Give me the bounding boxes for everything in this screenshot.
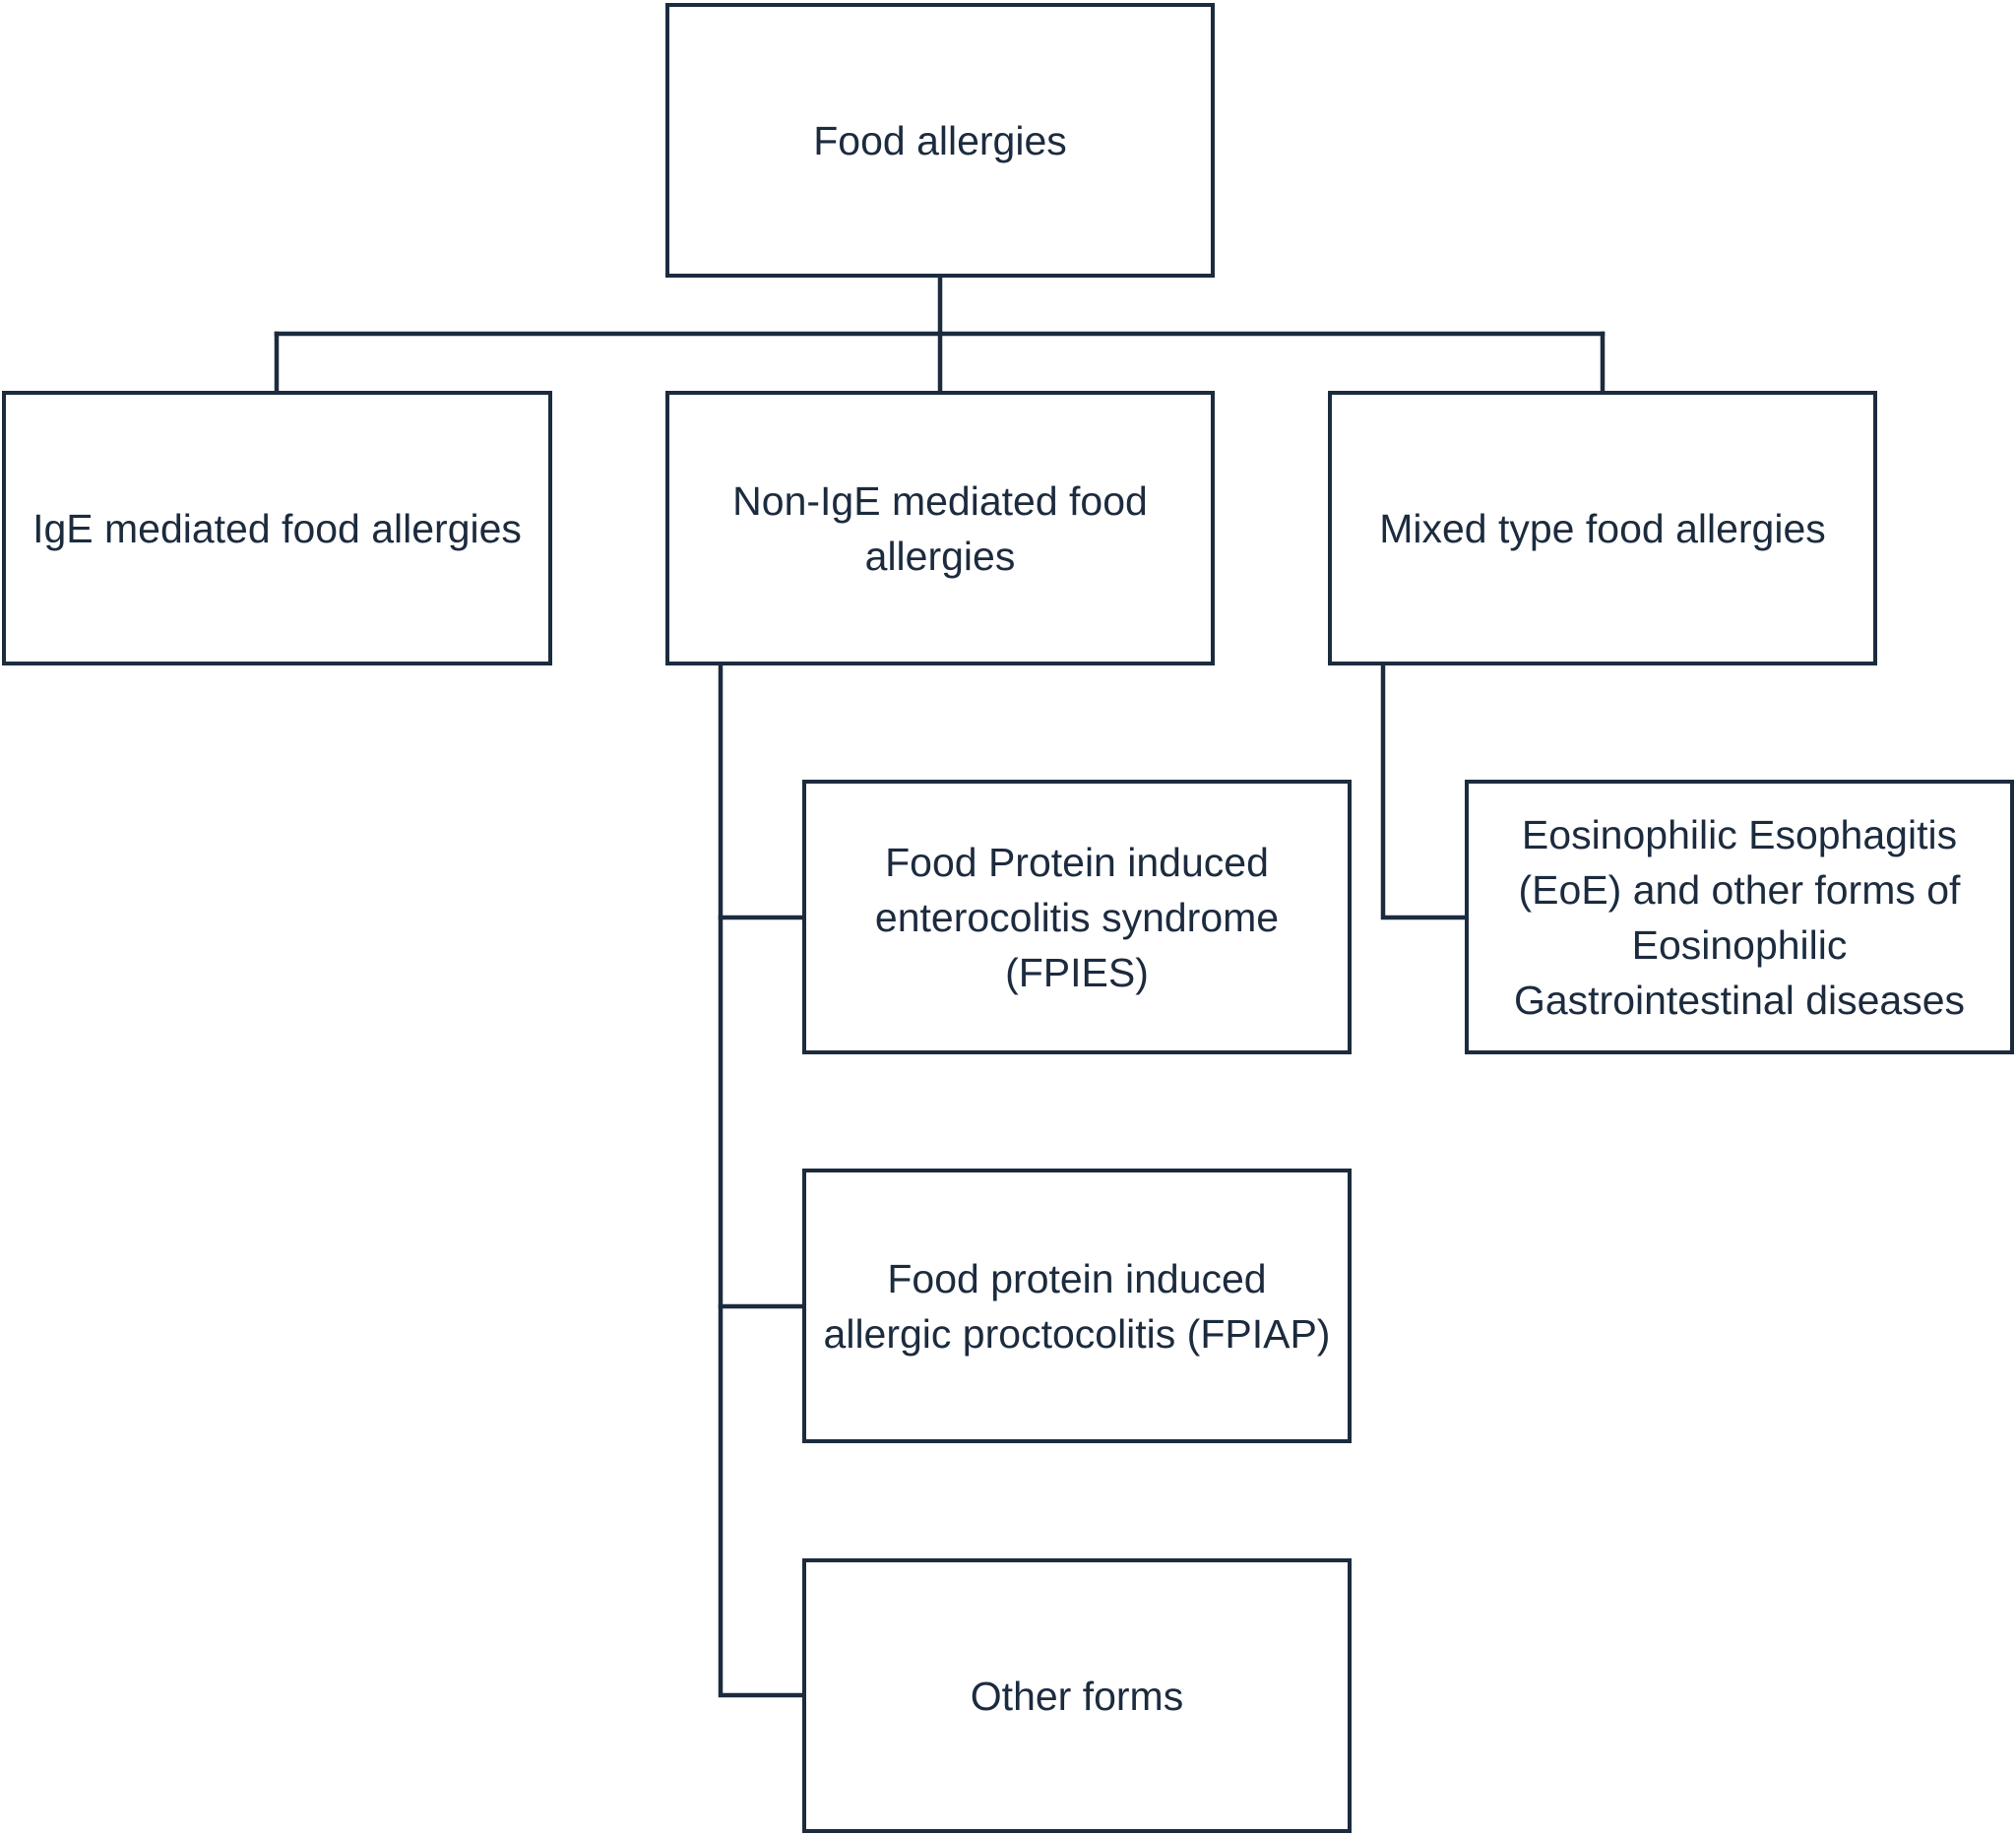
connector-non-ige-spine	[718, 663, 805, 1698]
node-ige-mediated-label: IgE mediated food allergies	[32, 505, 522, 551]
node-other-forms: Other forms	[802, 1558, 1352, 1833]
node-fpies: Food Protein induced enterocolitis syndr…	[802, 780, 1352, 1054]
node-other-forms-label: Other forms	[970, 1673, 1184, 1719]
node-non-ige-mediated: Non-IgE mediated food allergies	[665, 391, 1215, 665]
node-eoe: Eosinophilic Esophagitis (EoE) and other…	[1465, 780, 2014, 1054]
node-food-allergies: Food allergies	[665, 3, 1215, 278]
node-mixed-type: Mixed type food allergies	[1328, 391, 1877, 665]
node-food-allergies-label: Food allergies	[813, 117, 1067, 163]
connector-mixed-spine	[1380, 663, 1468, 920]
node-fpiap-label: Food protein induced allergic proctocoli…	[823, 1255, 1331, 1357]
node-ige-mediated: IgE mediated food allergies	[2, 391, 552, 665]
node-mixed-type-label: Mixed type food allergies	[1379, 505, 1826, 551]
node-fpiap: Food protein induced allergic proctocoli…	[802, 1169, 1352, 1443]
node-fpies-label: Food Protein induced enterocolitis syndr…	[874, 839, 1280, 995]
node-eoe-label: Eosinophilic Esophagitis (EoE) and other…	[1513, 811, 1966, 1023]
node-non-ige-mediated-label: Non-IgE mediated food allergies	[732, 477, 1148, 579]
